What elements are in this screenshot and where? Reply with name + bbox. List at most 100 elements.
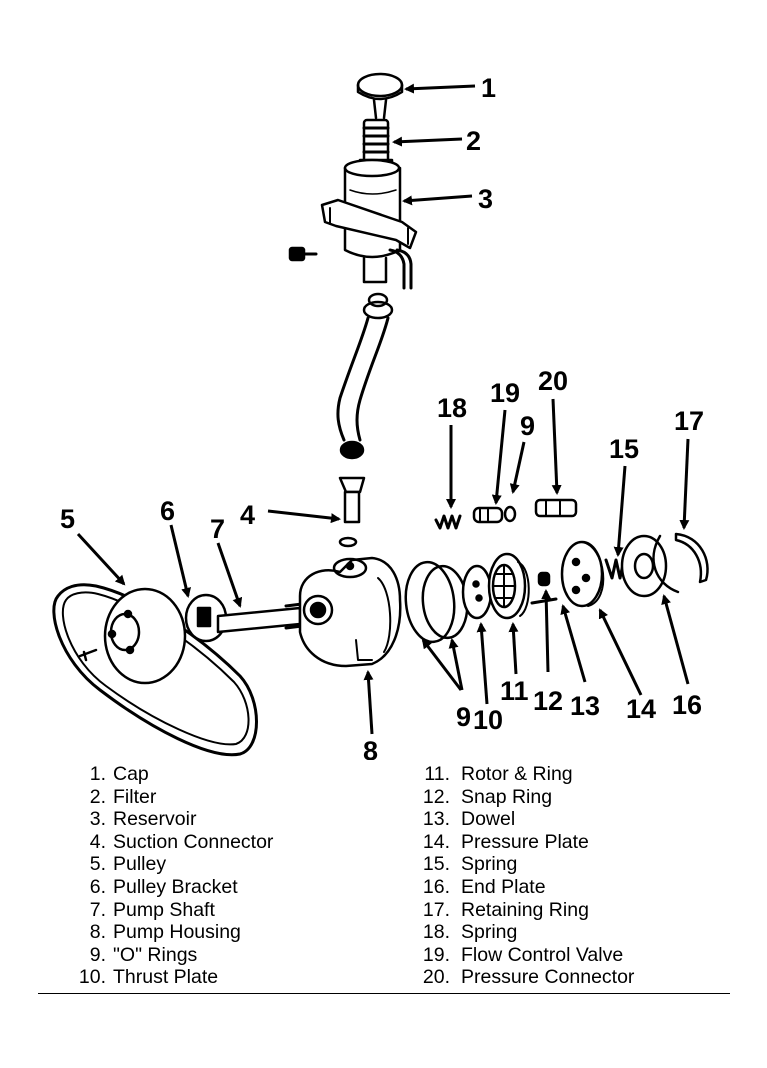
leader-16	[661, 594, 690, 685]
legend-item: 8.Pump Housing	[70, 921, 273, 944]
leader-17	[679, 438, 690, 530]
spring-part-18	[434, 514, 462, 530]
o-rings-part	[404, 560, 469, 644]
leader-5	[76, 532, 126, 586]
callout-9: 9	[456, 702, 471, 732]
callout-8: 8	[363, 736, 378, 760]
legend-label: Pump Shaft	[113, 898, 215, 921]
dowel-part	[530, 597, 558, 605]
legend-item: 16. End Plate	[418, 876, 634, 899]
legend-label: Pulley	[113, 853, 167, 876]
leader-4	[267, 509, 341, 524]
legend-number: 11.	[424, 763, 450, 785]
callout-9-upper: 9	[520, 411, 535, 441]
legend-label: Snap Ring	[461, 785, 553, 808]
legend-number: 1.	[89, 763, 106, 785]
leader-20	[551, 398, 562, 495]
reservoir-part	[320, 158, 418, 290]
legend-label: Dowel	[461, 808, 516, 831]
snap-ring-part	[537, 571, 551, 587]
legend-number: 12.	[422, 785, 450, 808]
legend-label: Filter	[113, 785, 157, 808]
pressure-connector-part	[534, 498, 578, 518]
legend-item: 1.Cap	[70, 763, 273, 786]
callout-17: 17	[674, 406, 704, 436]
legend-number: 7.	[89, 898, 106, 921]
legend-number: 5.	[89, 853, 106, 876]
leader-13	[560, 604, 587, 683]
exploded-parts-diagram: 1 2 3 4 5 6 7 8 9 10 11 12 13 14 15 16 1…	[52, 72, 709, 760]
end-plate-part	[620, 534, 668, 598]
legend-number: 3.	[89, 808, 106, 831]
leader-3	[402, 194, 473, 206]
callout-13: 13	[570, 691, 600, 721]
legend-label: Rotor & Ring	[461, 763, 573, 785]
callout-6: 6	[160, 496, 175, 526]
legend-number: 9.	[89, 943, 106, 966]
callout-15: 15	[609, 434, 639, 464]
legend-number: 10.	[78, 966, 106, 989]
suction-hose-part	[336, 292, 394, 442]
flow-control-valve-part	[472, 505, 517, 524]
legend-label: "O" Rings	[113, 943, 198, 966]
leader-9b	[448, 638, 464, 691]
legend-item: 9. "O" Rings	[70, 944, 273, 967]
legend-number: 4.	[89, 830, 106, 853]
leader-11	[508, 622, 519, 675]
callout-7: 7	[210, 514, 225, 544]
callout-11: 11	[500, 676, 529, 706]
leader-9c	[509, 441, 526, 494]
callout-18: 18	[437, 393, 467, 423]
cap-part	[356, 72, 404, 120]
legend-item: 12. Snap Ring	[418, 786, 634, 809]
legend-item: 10. Thrust Plate	[70, 966, 273, 989]
callout-3: 3	[478, 184, 493, 214]
leader-19	[491, 409, 507, 505]
legend-item: 20.Pressure Connector	[418, 966, 635, 989]
leader-7	[216, 542, 243, 608]
leader-15	[613, 465, 627, 557]
legend-right-column: 11. Rotor & Ring 12. Snap Ring 13. Dowel 14…	[418, 763, 635, 989]
leader-8	[363, 670, 374, 735]
bracket-bolt-part	[288, 246, 318, 262]
legend-item: 7. Pump Shaft	[70, 899, 273, 922]
retaining-ring-part	[652, 532, 709, 594]
legend-item: 6.Pulley Bracket	[70, 876, 273, 899]
callout-16: 16	[672, 690, 702, 720]
legend-label: End Plate	[461, 875, 546, 898]
legend-label: Pressure Plate	[461, 830, 589, 853]
legend-item: 14.Pressure Plate	[418, 831, 634, 854]
legend-label: Thrust Plate	[113, 966, 219, 989]
legend-number: 19.	[422, 943, 450, 966]
pulley-bracket-part	[184, 593, 228, 643]
thrust-plate-part	[461, 564, 493, 620]
callout-4: 4	[240, 500, 255, 530]
bottom-divider	[38, 993, 730, 994]
legend-number: 20.	[422, 966, 450, 989]
leader-12	[541, 589, 552, 673]
legend-item: 2.Filter	[70, 786, 273, 809]
legend-item: 13. Dowel	[418, 808, 634, 831]
legend-number: 16.	[422, 875, 450, 898]
callout-10: 10	[473, 705, 503, 735]
legend-label: Pump Housing	[113, 921, 241, 944]
leader-14	[598, 608, 643, 696]
legend-number: 13.	[422, 808, 450, 831]
leader-9a	[421, 638, 463, 691]
legend-number: 17.	[422, 898, 450, 921]
callout-19: 19	[490, 378, 520, 408]
leader-2	[392, 136, 463, 147]
legend-item: 19.Flow Control Valve	[418, 944, 634, 967]
legend-item: 11. Rotor & Ring	[418, 763, 634, 786]
leader-1	[404, 83, 476, 94]
legend-label: Reservoir	[113, 808, 197, 831]
legend-left-column: 1.Cap 2.Filter 3.Reservoir 4.Suction Con…	[70, 763, 274, 989]
legend-number: 15.	[422, 853, 450, 876]
legend-item: 17.Retaining Ring	[418, 899, 634, 922]
legend-label: Spring	[461, 853, 518, 876]
pump-shaft-part	[216, 602, 304, 634]
legend-number: 6.	[89, 875, 106, 898]
legend-item: 3. Reservoir	[70, 808, 273, 831]
legend-item: 15. Spring	[418, 853, 634, 876]
legend-item: 18.Spring	[418, 921, 634, 944]
